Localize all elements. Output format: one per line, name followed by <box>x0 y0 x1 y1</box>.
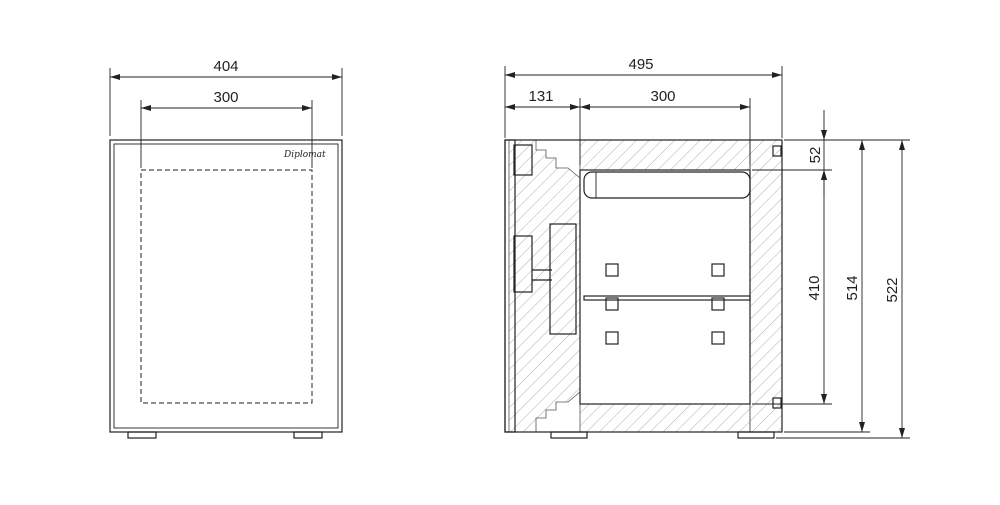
pin-hole <box>605 263 619 277</box>
dim-label-514: 514 <box>844 275 861 300</box>
dim-label-300-front: 300 <box>213 89 238 106</box>
front-body-outline <box>109 139 343 433</box>
handle-block-top <box>513 144 533 176</box>
shelf <box>583 295 751 301</box>
pin-hole <box>711 297 725 311</box>
handle-block-mid <box>513 235 533 293</box>
door-section <box>508 139 581 433</box>
bolt-cylinder <box>583 171 751 199</box>
bottom-wall <box>579 403 751 433</box>
dim-label-131: 131 <box>528 88 553 105</box>
dim-label-404: 404 <box>213 58 238 75</box>
side-body-outline <box>504 139 783 433</box>
dim-label-300-side: 300 <box>650 88 675 105</box>
top-wall <box>579 139 751 171</box>
pin-hole <box>711 331 725 345</box>
front-foot-left <box>127 431 157 439</box>
brand-logo: Diplomat <box>283 150 326 160</box>
front-foot-right <box>293 431 323 439</box>
pin-hole <box>605 331 619 345</box>
front-view: Diplomat 404 300 <box>109 58 343 439</box>
side-foot-left <box>550 431 588 439</box>
inner-compartment <box>579 169 751 405</box>
dim-label-522: 522 <box>884 277 901 302</box>
side-foot-right <box>737 431 775 439</box>
pin-hole <box>605 297 619 311</box>
front-inner-outline <box>113 143 339 429</box>
pin-hole <box>711 263 725 277</box>
dim-label-410: 410 <box>806 275 823 300</box>
front-door-opening <box>140 169 313 404</box>
lock-body <box>549 223 577 335</box>
dim-label-495: 495 <box>628 56 653 73</box>
back-wall <box>749 139 783 433</box>
dim-label-52: 52 <box>807 147 824 164</box>
side-view: 495 131 300 52 410 514 <box>504 56 910 439</box>
